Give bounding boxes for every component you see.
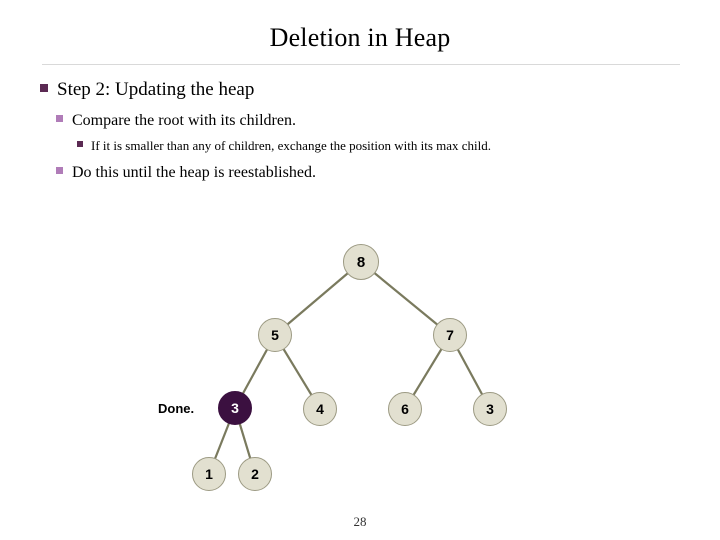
- bullet-text: Compare the root with its children.: [72, 112, 296, 129]
- page-number: 28: [353, 514, 367, 529]
- done-annotation-label: Done.: [158, 401, 195, 416]
- bullet-marker-icon: [56, 115, 63, 122]
- tree-node[interactable]: 4: [303, 392, 337, 426]
- bullet-marker-icon: [77, 141, 83, 147]
- bullet-item-level3: If it is smaller than any of children, e…: [0, 137, 720, 155]
- tree-node[interactable]: 1: [192, 457, 226, 491]
- bullet-marker-icon: [56, 167, 63, 174]
- tree-node-highlighted[interactable]: 3: [218, 391, 252, 425]
- bullet-item-level1: Step 2: Updating the heap: [0, 78, 720, 102]
- page-title: Deletion in Heap: [269, 23, 451, 52]
- tree-node[interactable]: 2: [238, 457, 272, 491]
- bullet-text: Step 2: Updating the heap: [57, 79, 255, 100]
- tree-node[interactable]: 7: [433, 318, 467, 352]
- bullet-text: Do this until the heap is reestablished.: [72, 164, 316, 181]
- bullet-item-level2: Do this until the heap is reestablished.: [0, 162, 720, 183]
- tree-node[interactable]: 5: [258, 318, 292, 352]
- bullet-text: If it is smaller than any of children, e…: [91, 138, 492, 153]
- bullet-marker-icon: [40, 84, 48, 92]
- tree-node[interactable]: 6: [388, 392, 422, 426]
- title-divider: [42, 64, 680, 65]
- tree-node[interactable]: 3: [473, 392, 507, 426]
- bullet-item-level2: Compare the root with its children.: [0, 110, 720, 131]
- tree-node[interactable]: 8: [343, 244, 379, 280]
